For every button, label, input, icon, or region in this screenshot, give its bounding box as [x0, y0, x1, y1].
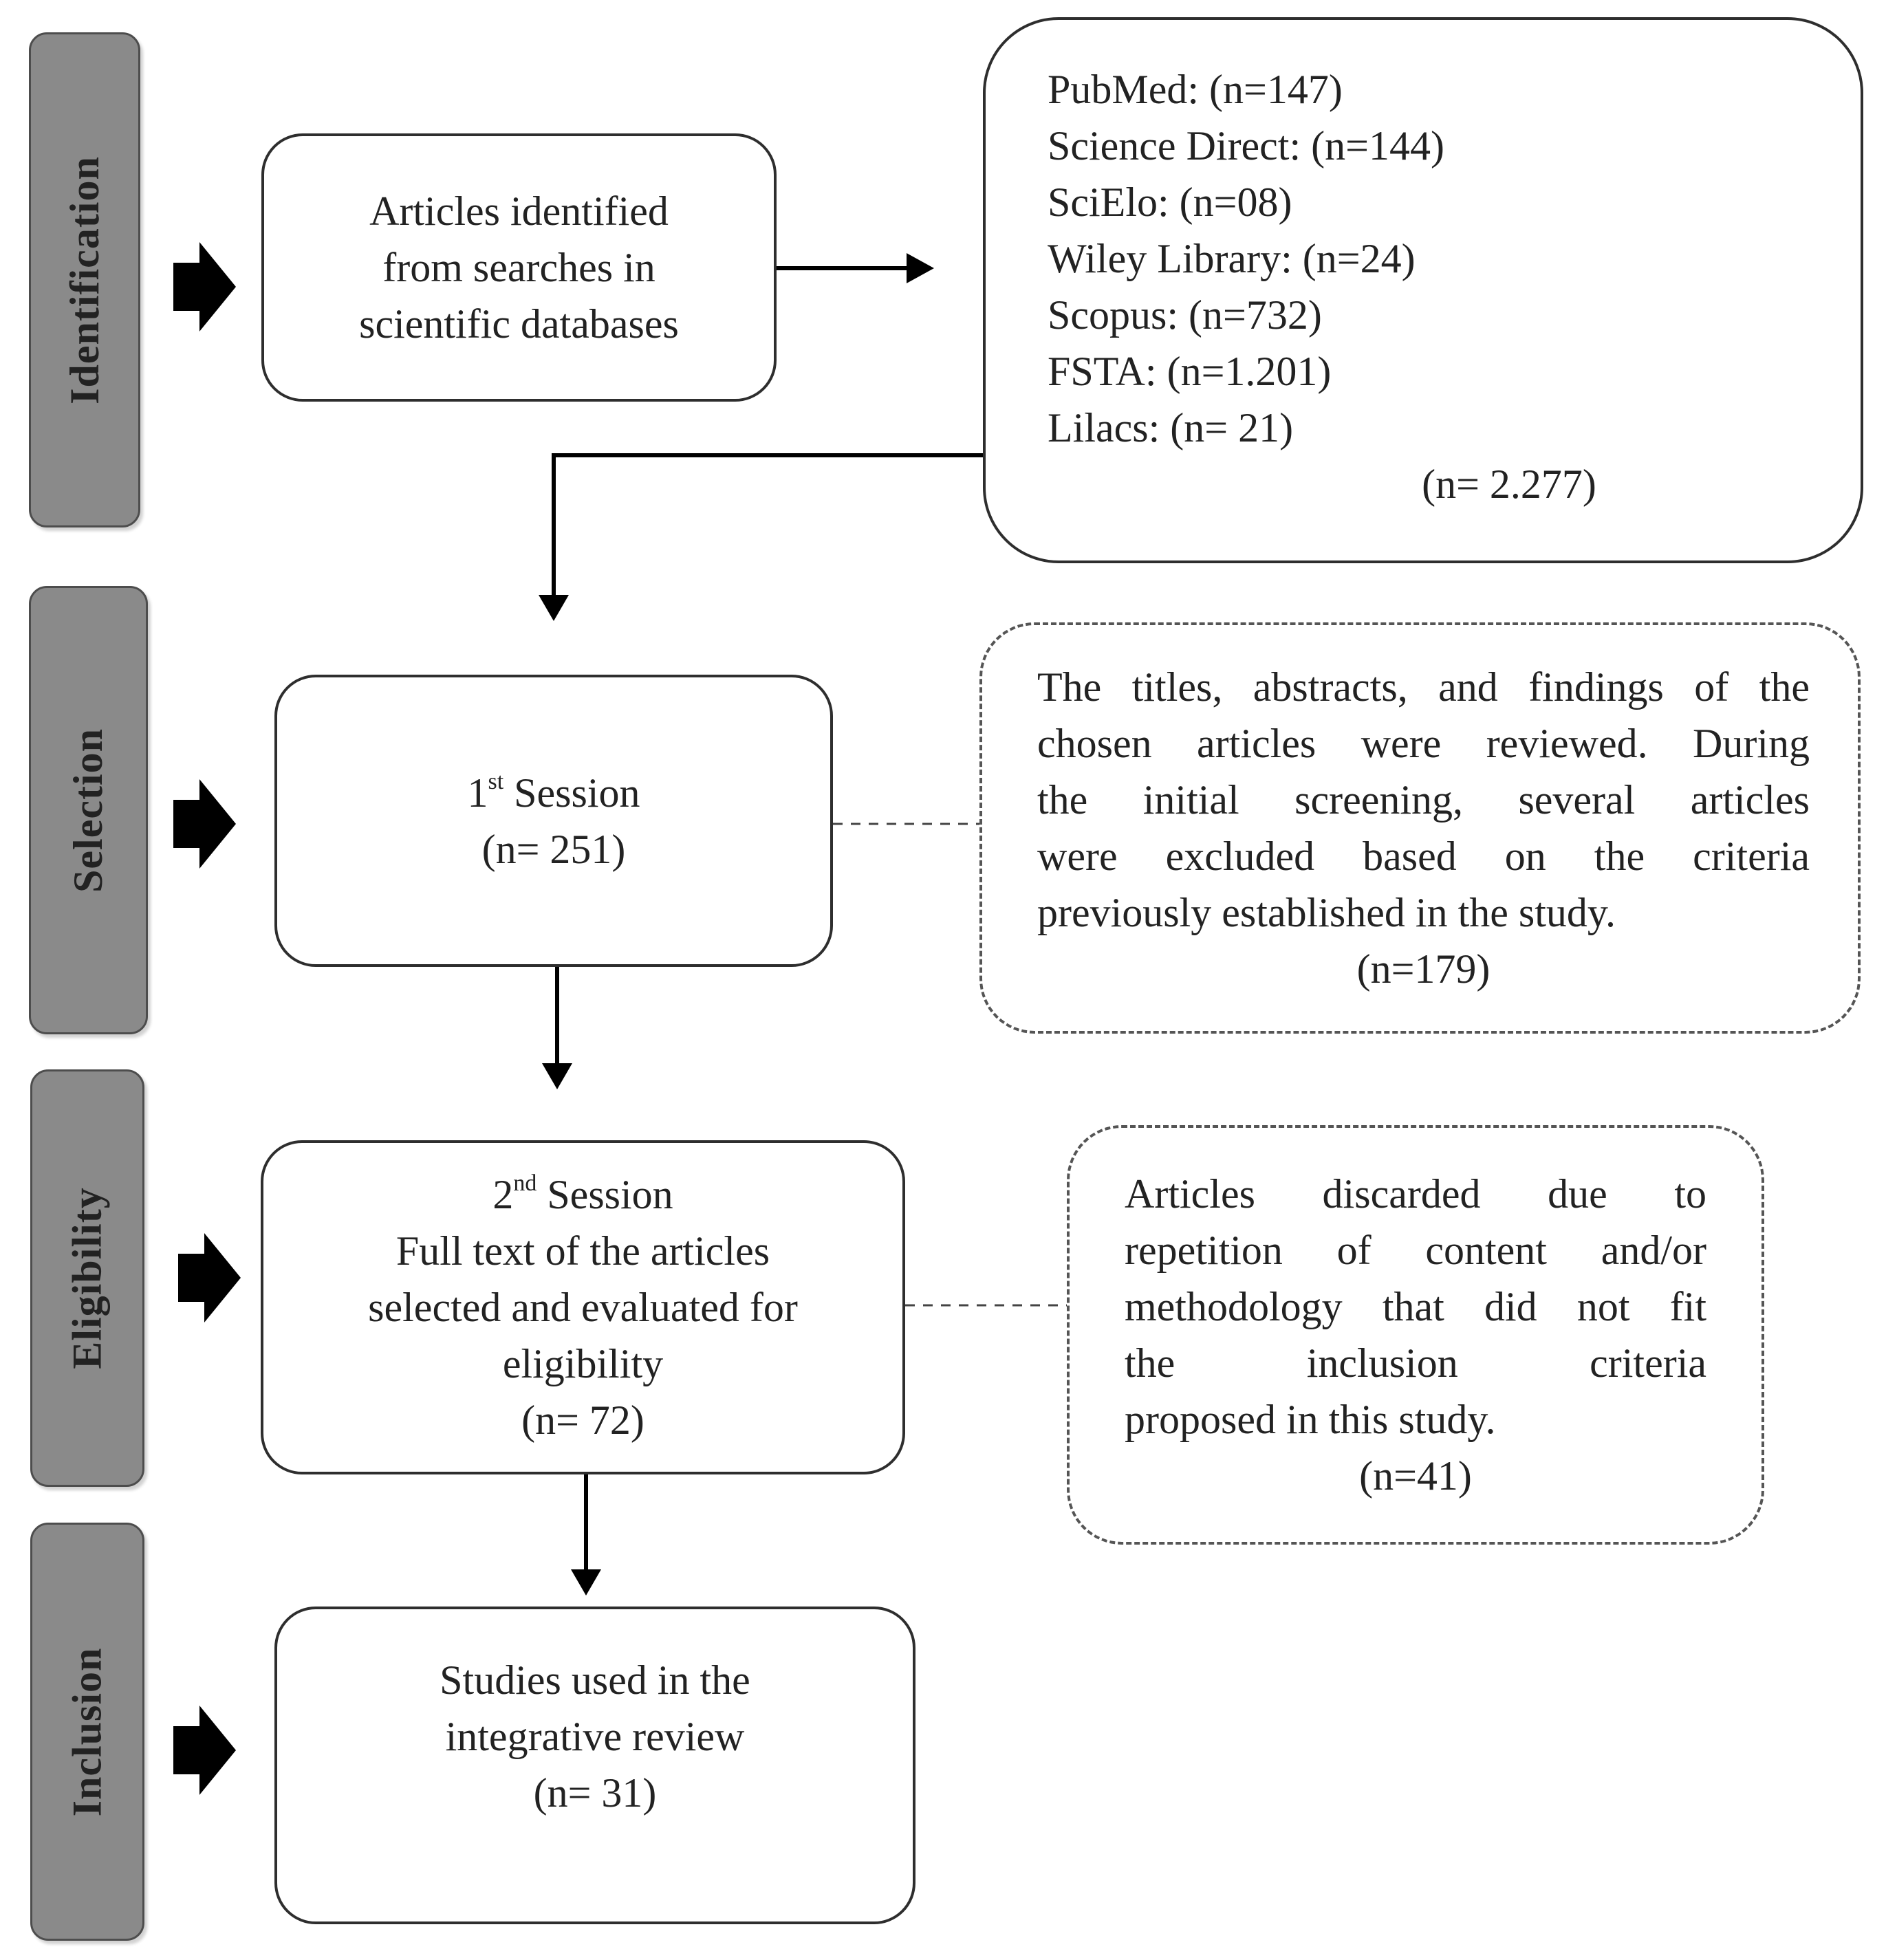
exclusion2-box: Articles discarded due to repetition of … [1067, 1125, 1764, 1545]
arrowhead-icon [542, 1063, 572, 1089]
exclusion2-text-line: methodology that did not fit [1125, 1284, 1706, 1329]
exclusion1-text-line: The titles, abstracts, and findings of t… [1037, 664, 1810, 710]
included-text-line: Studies used in the [440, 1657, 750, 1703]
exclusion1-box: The titles, abstracts, and findings of t… [979, 622, 1861, 1034]
session2-ordinal: 2 [492, 1172, 514, 1217]
arrowhead-icon [571, 1569, 601, 1596]
stage-inclusion-label: Inclusion [64, 1647, 110, 1816]
stage-selection-label: Selection [65, 728, 111, 893]
exclusion2-text-line: repetition of content and/or [1125, 1228, 1706, 1273]
identification-arrow-icon [173, 242, 236, 331]
session2-text-line: eligibility [502, 1341, 664, 1386]
database-item-fsta: FSTA: (n=1.201) [1048, 349, 1332, 394]
session1-heading: 1st Session [467, 765, 640, 821]
included-count: (n= 31) [533, 1770, 657, 1816]
identified-text-line: from searches in [382, 245, 655, 290]
stage-arrow-icons [173, 242, 241, 1795]
included-box: Studies used in the integrative review (… [274, 1607, 915, 1924]
arrowhead-icon [539, 595, 569, 621]
arrowheads [539, 253, 934, 1596]
database-item-pubmed: PubMed: (n=147) [1048, 67, 1343, 112]
database-item-lilacs: Lilacs: (n= 21) [1048, 405, 1294, 450]
exclusion2-text-line: Articles discarded due to [1125, 1171, 1706, 1217]
stage-identification: Identification [29, 32, 140, 527]
database-item-scopus: Scopus: (n=732) [1048, 292, 1322, 338]
exclusion1-text-line: were excluded based on the criteria [1037, 834, 1810, 879]
database-item-wiley-library: Wiley Library: (n=24) [1048, 236, 1416, 281]
session2-text-line: Full text of the articles [395, 1228, 770, 1274]
arrow-databases-to-session1 [552, 453, 983, 598]
session2-heading: 2nd Session [492, 1166, 673, 1223]
session1-label: Session [514, 770, 640, 816]
identified-text-line: Articles identified [369, 188, 669, 234]
databases-box: PubMed: (n=147) Science Direct: (n=144) … [983, 17, 1863, 563]
stage-identification-label: Identification [61, 155, 107, 404]
selection-arrow-icon [173, 779, 236, 869]
session2-count: (n= 72) [521, 1397, 644, 1443]
exclusion2-text-line: proposed in this study. [1125, 1397, 1496, 1442]
identified-box: Articles identified from searches in sci… [261, 133, 777, 402]
stage-eligibility-label: Eligibility [64, 1187, 110, 1369]
eligibility-arrow-icon [178, 1233, 241, 1322]
inclusion-arrow-icon [173, 1706, 236, 1795]
database-item-science-direct: Science Direct: (n=144) [1048, 123, 1444, 168]
session2-box: 2nd Session Full text of the articles se… [261, 1140, 905, 1474]
included-text-line: integrative review [445, 1714, 745, 1759]
exclusion2-count: (n=41) [1359, 1453, 1472, 1499]
exclusion1-text-line: the initial screening, several articles [1037, 777, 1810, 823]
session1-ordinal-suffix: st [488, 768, 504, 794]
session1-ordinal: 1 [467, 770, 488, 816]
stage-selection: Selection [29, 586, 148, 1034]
arrowhead-icon [907, 253, 934, 283]
exclusion1-count: (n=179) [1356, 946, 1491, 992]
session2-text-line: selected and evaluated for [368, 1285, 798, 1330]
solid-arrows [552, 266, 983, 1569]
exclusion2-text-line: the inclusion criteria [1125, 1340, 1706, 1386]
session1-count: (n= 251) [481, 826, 626, 872]
databases-total: (n= 2.277) [1422, 461, 1596, 507]
session1-box: 1st Session (n= 251) [274, 675, 833, 967]
exclusion1-text-line: chosen articles were reviewed. During [1037, 721, 1810, 766]
identified-text-line: scientific databases [359, 301, 679, 347]
session2-label: Session [547, 1172, 673, 1217]
session2-ordinal-suffix: nd [513, 1170, 537, 1196]
dashed-connectors [833, 823, 1067, 1307]
database-item-scielo: SciElo: (n=08) [1048, 179, 1292, 225]
exclusion1-text-line: previously established in the study. [1037, 890, 1616, 935]
stage-inclusion: Inclusion [30, 1523, 144, 1941]
stage-eligibility: Eligibility [30, 1069, 144, 1487]
